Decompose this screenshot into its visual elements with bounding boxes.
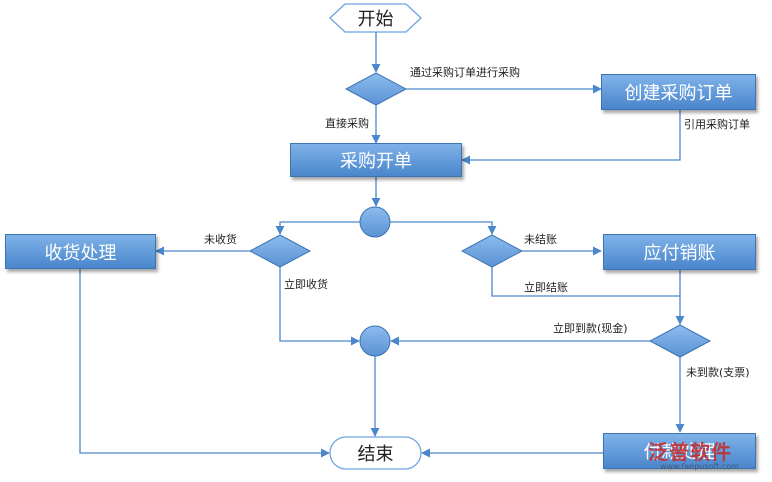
- label-via-po: 通过采购订单进行采购: [410, 66, 520, 79]
- label-not-received: 未收货: [204, 233, 237, 246]
- junction-merge: [359, 325, 391, 357]
- label-direct: 直接采购: [325, 117, 369, 130]
- label-paid-cash: 立即到款(现金): [553, 322, 628, 335]
- watermark: 泛普软件 www.fanpusoft.com: [640, 436, 768, 482]
- start-terminal: [329, 3, 422, 33]
- purchase-bill-box: 采购开单: [290, 143, 462, 177]
- junction-split: [359, 206, 391, 238]
- create-po-box: 创建采购订单: [601, 74, 756, 110]
- end-label: 结束: [357, 444, 394, 465]
- edge-junction-to-receive-decision: [275, 221, 360, 235]
- decision-payment: [648, 324, 712, 358]
- decision-purchase-mode: [344, 72, 408, 106]
- decision-receive: [248, 234, 312, 268]
- edge-settle-now: [491, 267, 685, 325]
- edge-receive-to-end: [79, 269, 330, 458]
- edge-ref-po: [461, 110, 681, 165]
- payable-box: 应付销账: [603, 234, 756, 270]
- label-ref-po: 引用采购订单: [684, 118, 750, 131]
- receive-box: 收货处理: [5, 234, 156, 269]
- label-received-now: 立即收货: [284, 278, 328, 291]
- end-terminal: [329, 436, 422, 470]
- start-label: 开始: [357, 9, 394, 30]
- label-settle-now: 立即结账: [524, 281, 568, 294]
- decision-settle: [460, 234, 524, 268]
- watermark-url: www.fanpusoft.com: [660, 462, 739, 471]
- label-not-paid: 未到款(支票): [686, 366, 750, 379]
- payment-box: 付款处理: [603, 433, 756, 469]
- watermark-brand: 泛普软件: [648, 440, 732, 464]
- edge-junction-to-settle-decision: [390, 221, 497, 235]
- edge-received-now: [279, 267, 360, 346]
- label-not-settled: 未结账: [524, 233, 557, 246]
